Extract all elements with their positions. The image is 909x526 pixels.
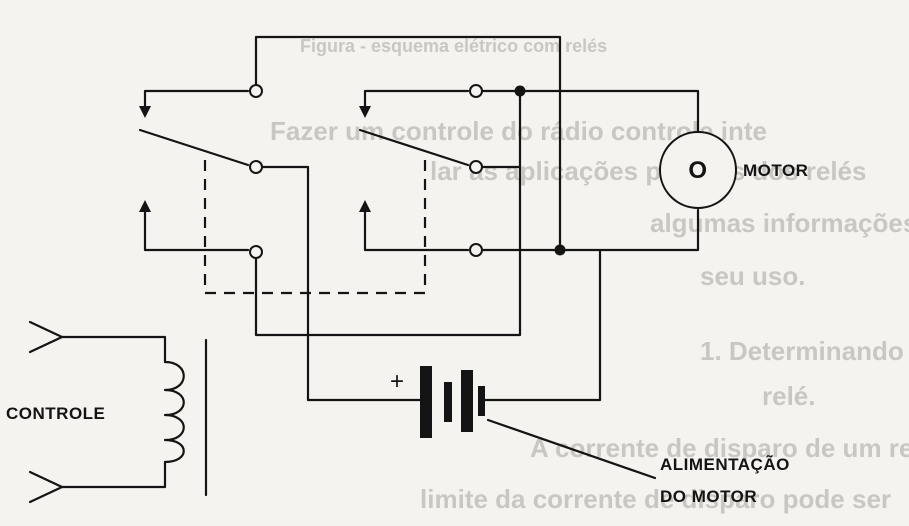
ghost-line-4: seu uso. — [700, 261, 805, 291]
bottom-bus-wire — [254, 165, 522, 337]
motor-symbol: O — [659, 131, 737, 209]
coil-bottom-lead — [60, 460, 167, 489]
power-label-line2: DO MOTOR — [660, 487, 757, 506]
ghost-line-0: Figura - esquema elétrico com relés — [300, 36, 607, 56]
ghost-line-8: limite da corrente de disparo pode ser — [420, 484, 891, 514]
mechanical-link-dashed — [203, 160, 427, 295]
top-loop-wire — [254, 35, 562, 252]
coil-winding — [163, 360, 185, 464]
motor-label: MOTOR — [743, 161, 808, 180]
right-terminal-middle — [469, 160, 483, 174]
left-terminal-top — [249, 84, 263, 98]
motor-center-glyph: O — [688, 157, 707, 184]
battery-plate-4 — [478, 386, 485, 416]
control-coil — [28, 320, 208, 504]
battery-plate-1 — [420, 366, 432, 438]
battery-left-wire — [261, 165, 422, 402]
battery-right-wire — [481, 248, 602, 402]
ghost-line-6: relé. — [762, 381, 816, 411]
coil-top-lead — [60, 335, 167, 364]
ghost-line-3: algumas informações importantes sobr — [650, 208, 909, 238]
right-upper-arrow-icon — [359, 106, 371, 118]
left-terminal-middle — [249, 160, 263, 174]
control-label: CONTROLE — [6, 404, 105, 423]
right-lower-contact-wire — [363, 223, 470, 252]
input-arrow-bottom-icon — [28, 470, 64, 504]
battery-plus-sign: + — [390, 368, 405, 395]
left-terminal-bottom — [249, 245, 263, 259]
motor-top-wire — [481, 89, 700, 137]
left-upper-arrow-icon — [139, 106, 151, 118]
right-lower-arrow-icon — [359, 200, 371, 212]
ghost-line-5: 1. Determinando a sensibilidade de um — [700, 336, 909, 366]
ghost-line-2: lar as aplicações práticas dos relés — [430, 156, 866, 186]
right-relay-arm — [358, 128, 470, 167]
battery-symbol: + — [390, 366, 485, 438]
show-through-text: Figura - esquema elétrico com relés Faze… — [270, 36, 909, 514]
left-relay-arm — [138, 128, 250, 167]
left-lower-contact-wire — [143, 223, 250, 252]
right-upper-contact-wire — [363, 89, 470, 112]
input-arrow-top-icon — [28, 320, 64, 354]
motor-icon — [659, 131, 737, 209]
power-label-leader — [486, 418, 657, 480]
wiring — [138, 35, 700, 480]
right-terminal-top — [469, 84, 483, 98]
right-terminal-bottom — [469, 243, 483, 257]
relay-arrows — [139, 106, 371, 227]
battery-plate-3 — [461, 370, 473, 432]
battery-plate-2 — [444, 382, 452, 422]
left-upper-contact-wire — [143, 89, 250, 112]
power-label-line1: ALIMENTAÇÃO — [660, 454, 790, 474]
junction-dot-bottom — [554, 244, 566, 256]
left-lower-arrow-icon — [139, 200, 151, 212]
ghost-line-7: A corrente de disparo de um relé é a tor… — [530, 433, 909, 463]
terminals — [249, 84, 566, 259]
junction-dot-top — [514, 85, 526, 97]
